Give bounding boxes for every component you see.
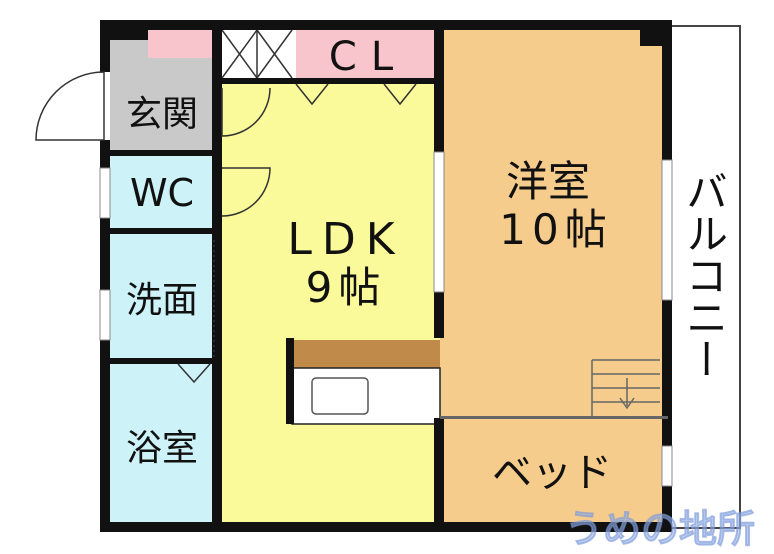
- balcony-label: バルコニー: [680, 170, 729, 380]
- watermark-logo: うめの地所: [565, 507, 755, 551]
- ldk-name-label: LDK: [287, 214, 404, 265]
- wc-label: WC: [130, 171, 194, 215]
- interior-doors: [177, 83, 417, 384]
- windows: [99, 151, 673, 487]
- kitchen-counter-top: [292, 340, 440, 368]
- ldk-room: [218, 82, 440, 526]
- youshitsu-size-label: 10帖: [499, 205, 612, 254]
- closet-label: CL: [329, 34, 407, 80]
- ladder-icon: [591, 359, 660, 418]
- storage-cross-2: [221, 29, 258, 79]
- yokushitsu-label: 浴室: [126, 428, 198, 469]
- ldk-size-label: 9帖: [306, 263, 387, 312]
- kitchen-side-wall: [286, 338, 294, 424]
- entrance-door: [35, 71, 110, 141]
- senmen-room: [108, 234, 218, 360]
- kitchen-sink: [311, 377, 369, 415]
- yokushitsu-room: [108, 364, 218, 526]
- balcony-area: [667, 25, 741, 529]
- storage-cross-4: [256, 29, 293, 79]
- bed-label: ベッド: [492, 450, 612, 496]
- genkan-label: 玄関: [126, 94, 198, 135]
- wc-room: [108, 156, 218, 230]
- genkan-pink-step: [148, 30, 218, 58]
- senmen-label: 洗面: [126, 280, 198, 321]
- closet-area: [296, 30, 440, 78]
- youshitsu-room: [440, 26, 668, 526]
- youshitsu-name-label: 洋室: [506, 157, 590, 206]
